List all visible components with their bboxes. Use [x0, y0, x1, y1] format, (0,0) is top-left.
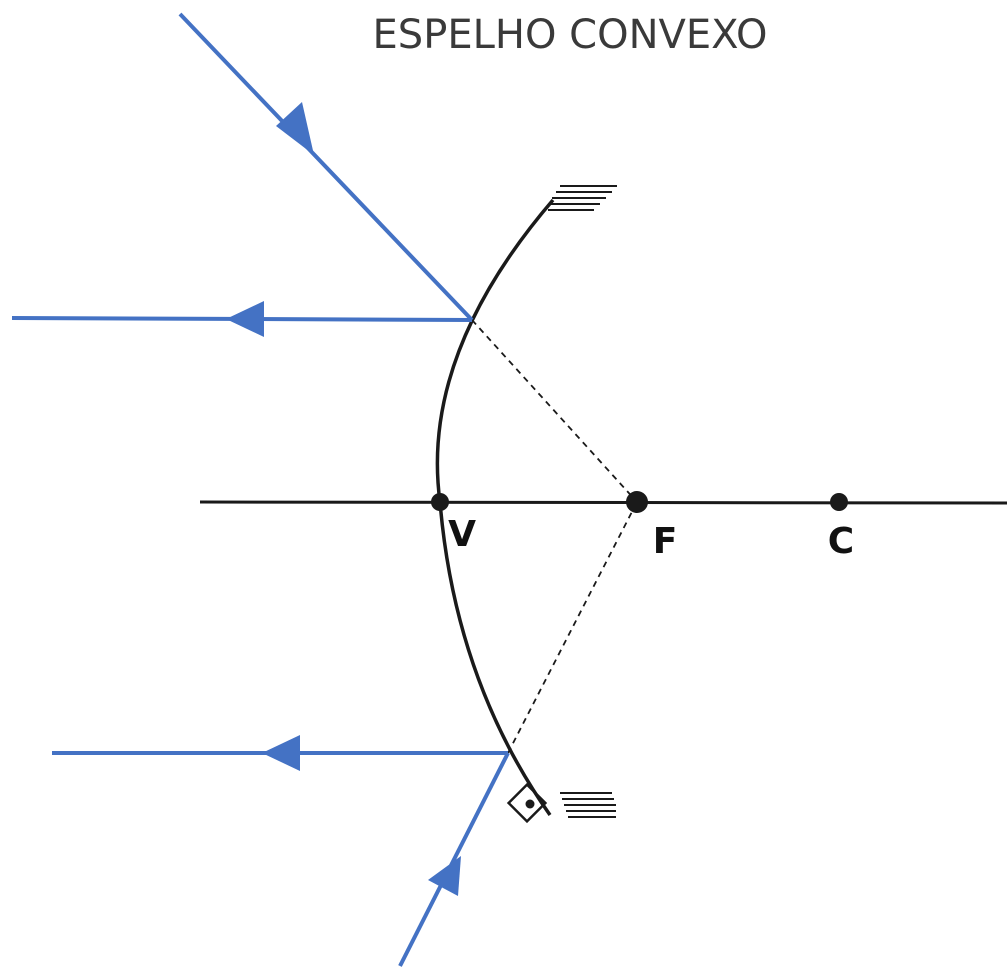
- center-point: [830, 493, 848, 511]
- arrow-reflected-lower-icon: [262, 735, 300, 771]
- dashed-line-bottom: [507, 501, 638, 754]
- convex-mirror: [435, 198, 555, 817]
- right-angle-marker: [506, 782, 548, 824]
- ray-arrowheads: [226, 102, 461, 896]
- mirror-hatching-bottom: [560, 792, 616, 818]
- center-label: C: [828, 521, 854, 562]
- light-rays: [11, 12, 510, 967]
- vertex-label: V: [448, 514, 476, 555]
- arrow-reflected-upper-icon: [226, 301, 264, 337]
- principal-axis: [199, 500, 1007, 505]
- focus-point: [626, 491, 648, 513]
- arrow-incident-upper-icon: [276, 102, 314, 155]
- dashed-line-top: [471, 319, 638, 503]
- incident-ray-lower: [398, 752, 510, 967]
- diagram-title: ESPELHO CONVEXO: [373, 12, 768, 58]
- incident-ray-upper: [178, 12, 474, 322]
- mirror-hatching-top: [548, 185, 617, 211]
- arrow-incident-lower-icon: [428, 856, 461, 896]
- focus-label: F: [653, 521, 678, 562]
- vertex-point: [431, 493, 449, 511]
